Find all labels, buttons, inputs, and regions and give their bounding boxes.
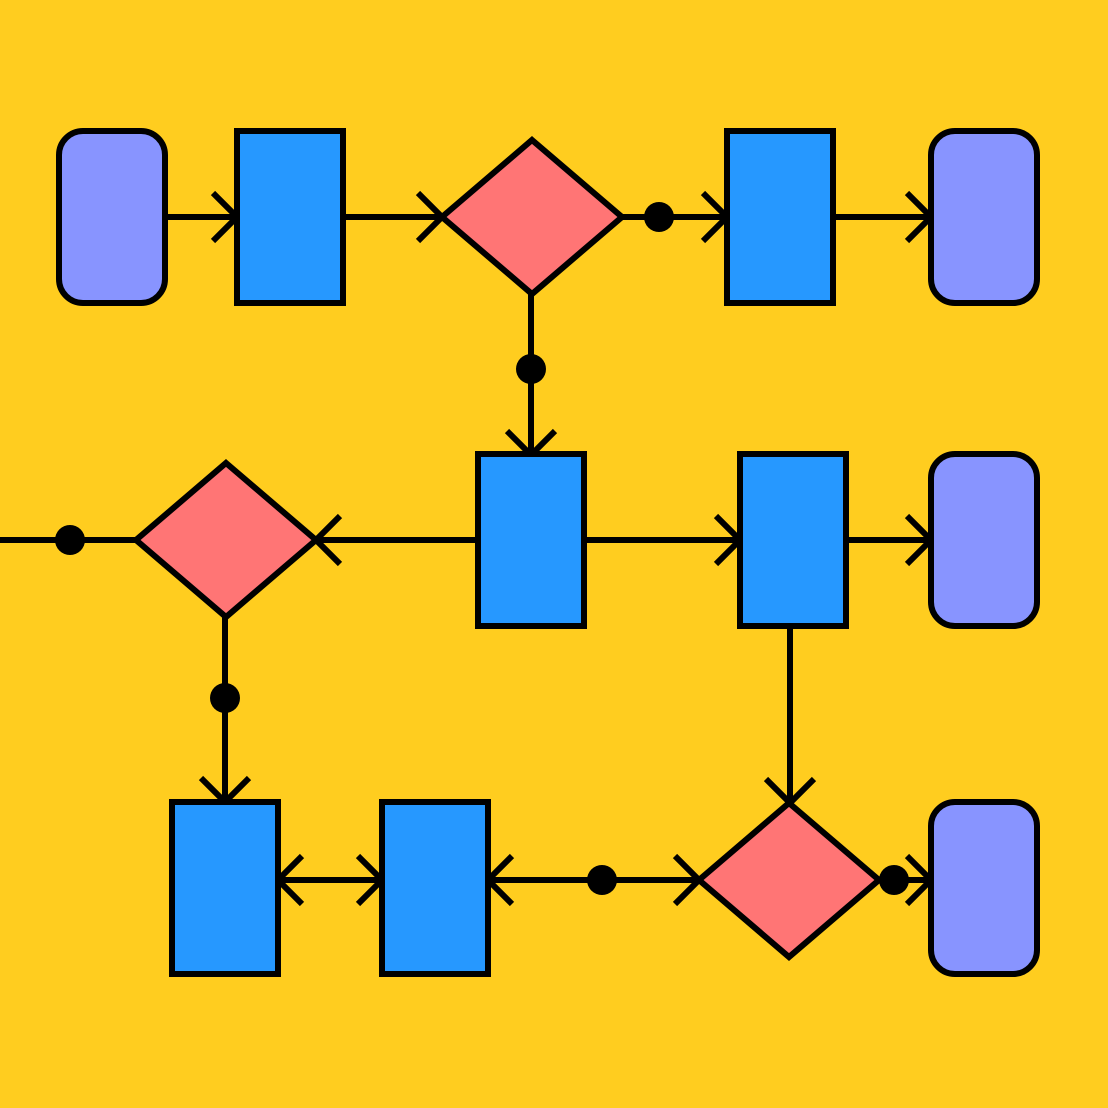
process-6-process-node	[379, 799, 491, 977]
connector-dot	[587, 865, 617, 895]
connector-dot	[879, 865, 909, 895]
terminal-3-terminal-node	[928, 451, 1040, 629]
process-3-process-node	[475, 451, 587, 629]
process-4-process-node	[737, 451, 849, 629]
terminal-2-terminal-node	[928, 128, 1040, 306]
connector-dot	[516, 354, 546, 384]
markers-layer	[55, 202, 909, 895]
connector-dot	[644, 202, 674, 232]
decision-3-decision-node	[694, 799, 884, 961]
process-5-process-node	[169, 799, 281, 977]
terminal-4-terminal-node	[928, 799, 1040, 977]
nodes-layer	[56, 128, 1040, 977]
decision-2-decision-node	[131, 459, 321, 621]
connector-dot	[210, 683, 240, 713]
decision-1-decision-node	[437, 136, 627, 298]
process-1-process-node	[234, 128, 346, 306]
terminal-1-terminal-node	[56, 128, 168, 306]
process-2-process-node	[724, 128, 836, 306]
connector-dot	[55, 525, 85, 555]
